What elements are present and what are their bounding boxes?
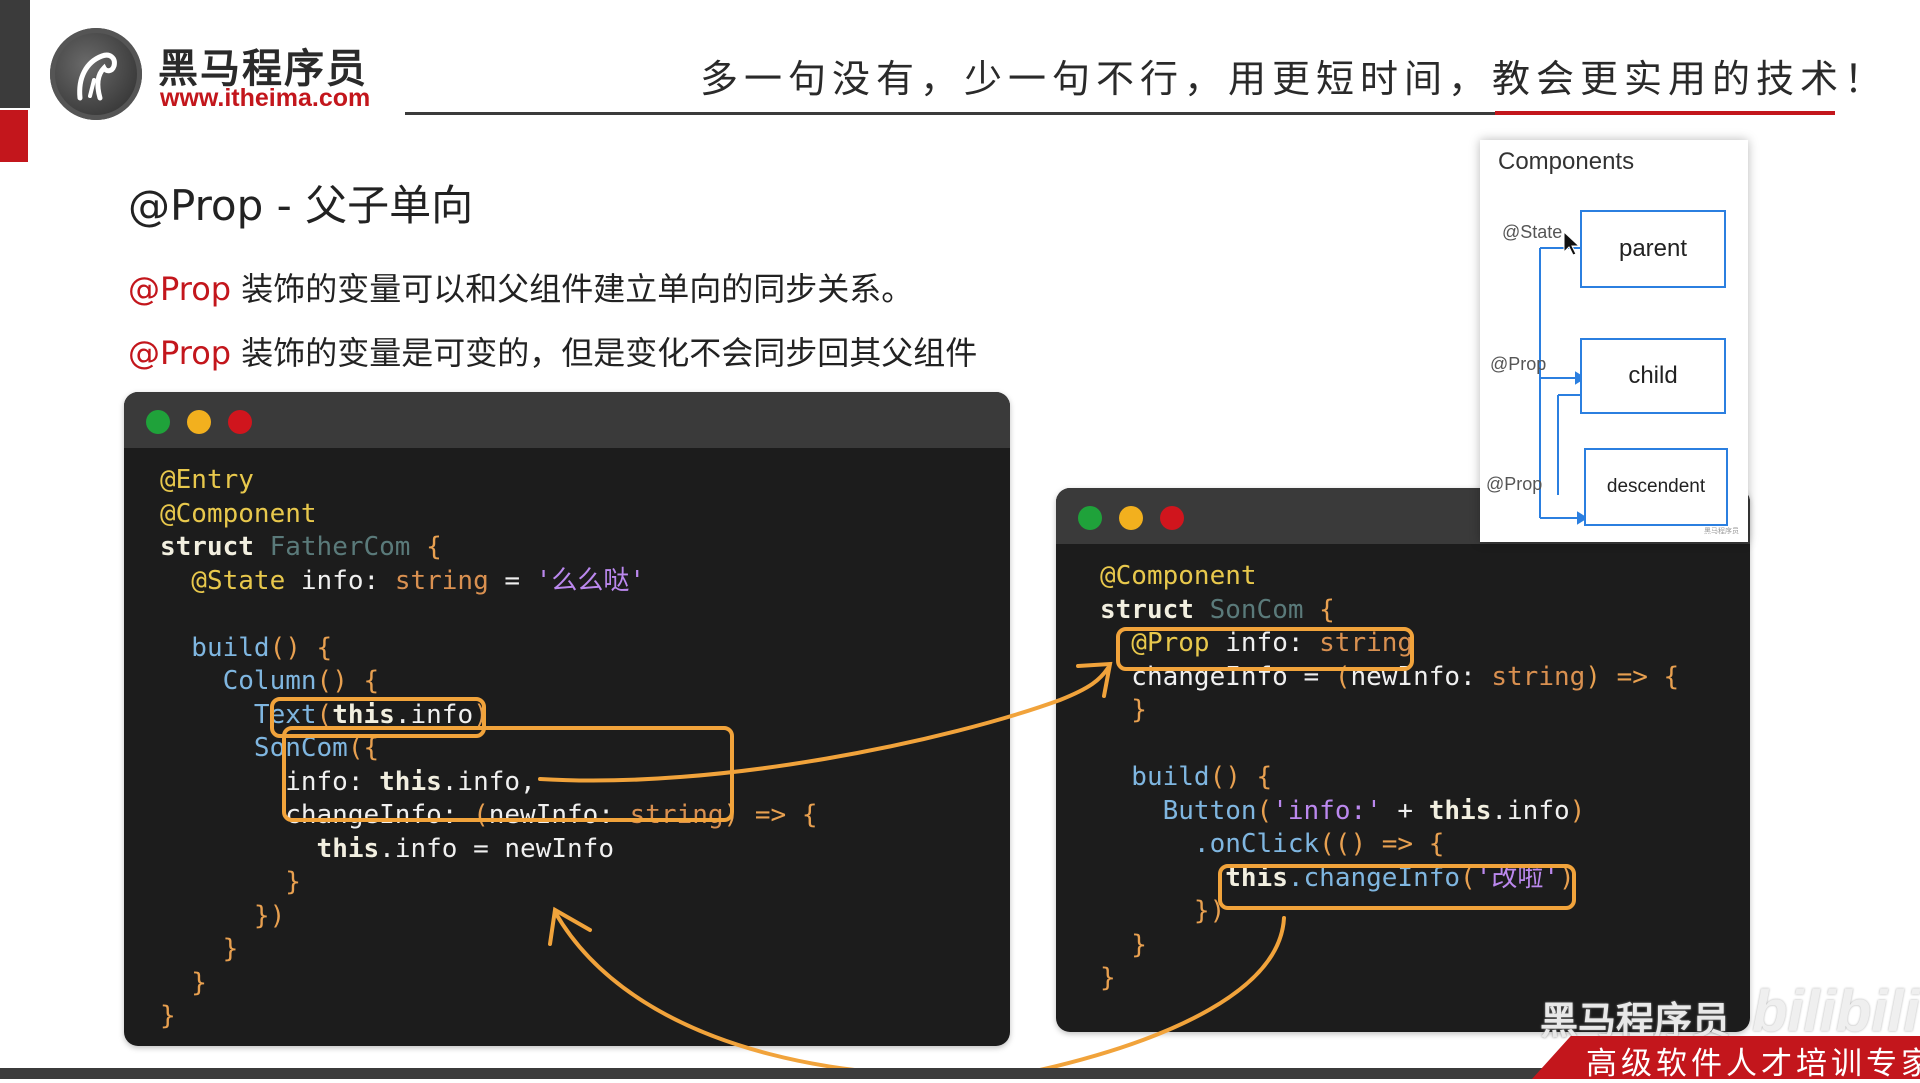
- bullet-item: @Prop 装饰的变量是可变的，但是变化不会同步回其父组件: [128, 328, 977, 374]
- header-divider-accent: [1495, 111, 1835, 115]
- code-window-father: @Entry @Component struct FatherCom { @St…: [124, 392, 1010, 1046]
- code-block-son: @Component struct SonCom { @Prop info: s…: [1100, 561, 1680, 993]
- footer-accent: [1532, 1036, 1920, 1079]
- window-yellow-dot-icon[interactable]: [187, 410, 211, 434]
- label-prop-descendent: @Prop: [1486, 474, 1543, 494]
- window-red-dot-icon[interactable]: [228, 410, 252, 434]
- components-title: Components: [1498, 148, 1635, 175]
- code-window-son: @Component struct SonCom { @Prop info: s…: [1056, 488, 1750, 1032]
- highlight-changeinfo-arg: [282, 726, 734, 822]
- component-child: child: [1580, 338, 1726, 414]
- footer-tagline: 高级软件人才培训专家: [1586, 1046, 1920, 1082]
- label-prop-child: @Prop: [1490, 354, 1547, 374]
- window-yellow-dot-icon[interactable]: [1119, 506, 1143, 530]
- code-block-father: @Entry @Component struct FatherCom { @St…: [160, 465, 818, 1031]
- footer-bar: [0, 1068, 1920, 1079]
- label-state: @State: [1502, 222, 1563, 242]
- bullet-item: @Prop 装饰的变量可以和父组件建立单向的同步关系。: [128, 264, 913, 310]
- header-divider: [405, 112, 1835, 115]
- brand-name: 黑马程序员: [158, 46, 368, 92]
- highlight-info-arg: [270, 697, 486, 738]
- component-descendent: descendent: [1584, 448, 1728, 526]
- brand-logo: 黑马程序员 www.itheima.com: [50, 28, 390, 120]
- bullet-keyword: @Prop: [128, 334, 232, 372]
- components-diagram: Components parent child descendent @Stat…: [1480, 140, 1748, 542]
- slide-title: @Prop - 父子单向: [128, 181, 474, 230]
- bullet-text: 装饰的变量是可变的，但是变化不会同步回其父组件: [231, 334, 978, 372]
- components-footnote: 黑马程序员: [1704, 528, 1739, 535]
- bullet-text: 装饰的变量可以和父组件建立单向的同步关系。: [231, 270, 914, 308]
- diagram-connectors: [1539, 230, 1588, 525]
- watermark-bilibili-logo: bilibili: [1752, 979, 1920, 1044]
- window-red-dot-icon[interactable]: [1160, 506, 1184, 530]
- mouse-cursor-icon: [1563, 230, 1581, 256]
- window-titlebar: [124, 392, 1010, 448]
- window-green-dot-icon[interactable]: [146, 410, 170, 434]
- highlight-changeinfo-call: [1218, 864, 1576, 910]
- edge-bar-red: [0, 110, 28, 162]
- window-green-dot-icon[interactable]: [1078, 506, 1102, 530]
- brand-url: www.itheima.com: [160, 84, 371, 112]
- component-parent: parent: [1580, 210, 1726, 288]
- watermark-brand: 黑马程序员: [1540, 999, 1731, 1043]
- bullet-keyword: @Prop: [128, 270, 232, 308]
- edge-bar-dark: [0, 0, 30, 108]
- highlight-prop-info: [1116, 627, 1414, 671]
- header-slogan: 多一句没有，少一句不行，用更短时间，教会更实用的技术！: [700, 57, 1889, 101]
- horse-logo-icon: [50, 28, 142, 120]
